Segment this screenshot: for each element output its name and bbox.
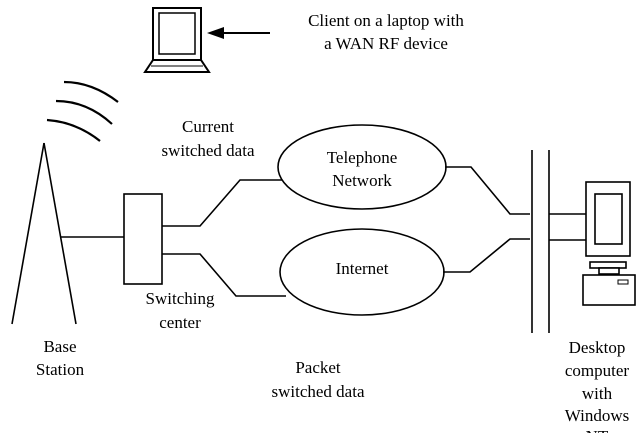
- switch-to-internet-line: [162, 253, 286, 297]
- switching-center-box: [123, 193, 163, 285]
- base-station-label-line1: Base: [43, 337, 76, 356]
- arrow-left-icon: [207, 27, 270, 39]
- antenna-tower-icon: [11, 142, 77, 325]
- switch-to-telephone-line: [162, 179, 284, 227]
- desktop-computer-icon: [582, 181, 636, 306]
- laptop-icon: [143, 7, 211, 73]
- desktop-label-line3: with: [582, 384, 613, 403]
- base-station-label-line2: Station: [36, 360, 85, 379]
- telephone-to-bus-line: [445, 166, 530, 215]
- desktop-label-line1: Desktop: [569, 338, 626, 357]
- packet-switched-label-line2: switched data: [272, 382, 365, 401]
- network-bus: [531, 150, 550, 333]
- internet-to-bus-line: [443, 238, 530, 273]
- telephone-network-label-line1: Telephone: [327, 148, 398, 167]
- switching-center-label-line1: Switching: [146, 289, 215, 308]
- client-label-line1: Client on a laptop with: [308, 11, 464, 30]
- packet-switched-label-line1: Packet: [295, 358, 341, 377]
- current-switched-label-line1: Current: [182, 117, 234, 136]
- bus-to-desktop-lines: [549, 213, 586, 241]
- desktop-label-line4: Windows: [565, 406, 629, 425]
- desktop-label-line5: NT: [586, 427, 609, 433]
- internet-label: Internet: [336, 259, 389, 278]
- switching-center-label-line2: center: [159, 313, 201, 332]
- desktop-label-line2: computer: [565, 361, 630, 380]
- telephone-network-label-line2: Network: [332, 171, 392, 190]
- current-switched-label-line2: switched data: [162, 141, 255, 160]
- rf-waves-icon: [46, 80, 119, 142]
- telephone-network-ellipse: [277, 124, 447, 210]
- client-label-line2: a WAN RF device: [324, 34, 448, 53]
